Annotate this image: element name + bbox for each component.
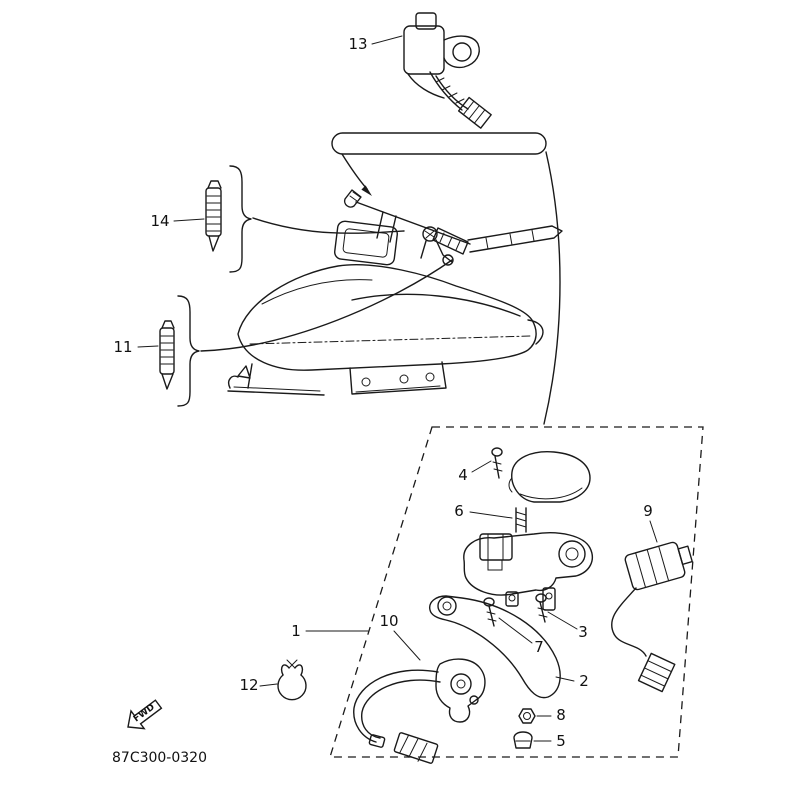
part-14-band [205, 165, 252, 273]
part-8-nut [518, 708, 536, 724]
callout-2: 2 [579, 672, 589, 690]
callout-5: 5 [556, 732, 566, 750]
detail-boundary [329, 426, 704, 758]
part-13-switch-assembly [403, 12, 492, 129]
lever-housing [463, 532, 594, 611]
callout-3: 3 [578, 623, 588, 641]
part-12-clamp [277, 659, 307, 701]
callout-1: 1 [291, 622, 301, 640]
callout-13: 13 [348, 35, 367, 53]
part-3-screw [535, 593, 548, 623]
part-code: 87C300-0320 [112, 750, 207, 766]
reference-capsule [331, 132, 561, 425]
callout-6: 6 [454, 502, 464, 520]
fwd-arrow: FWD [127, 699, 163, 730]
callout-14: 14 [150, 212, 169, 230]
part-6-spring [515, 507, 527, 533]
callout-4: 4 [458, 466, 468, 484]
part-4-screw [491, 447, 503, 479]
part-5-nut [513, 731, 533, 749]
part-7-screw [483, 597, 497, 627]
callout-12: 12 [239, 676, 258, 694]
leader-lines [137, 35, 658, 742]
snowmobile-illustration [227, 189, 563, 396]
part-10-cable-assembly [353, 658, 486, 764]
callout-11: 11 [113, 338, 132, 356]
callout-10: 10 [379, 612, 398, 630]
callout-labels: 1 2 3 4 5 6 7 8 9 10 11 12 13 14 [113, 35, 652, 750]
housing-switch-block [479, 533, 513, 571]
lever-holder-cover [508, 451, 591, 503]
part-9-coil [611, 541, 693, 693]
part-11-band [159, 295, 200, 407]
callout-9: 9 [643, 502, 653, 520]
part-2-lever [429, 595, 561, 699]
callout-7: 7 [534, 638, 544, 656]
callout-8: 8 [556, 706, 566, 724]
